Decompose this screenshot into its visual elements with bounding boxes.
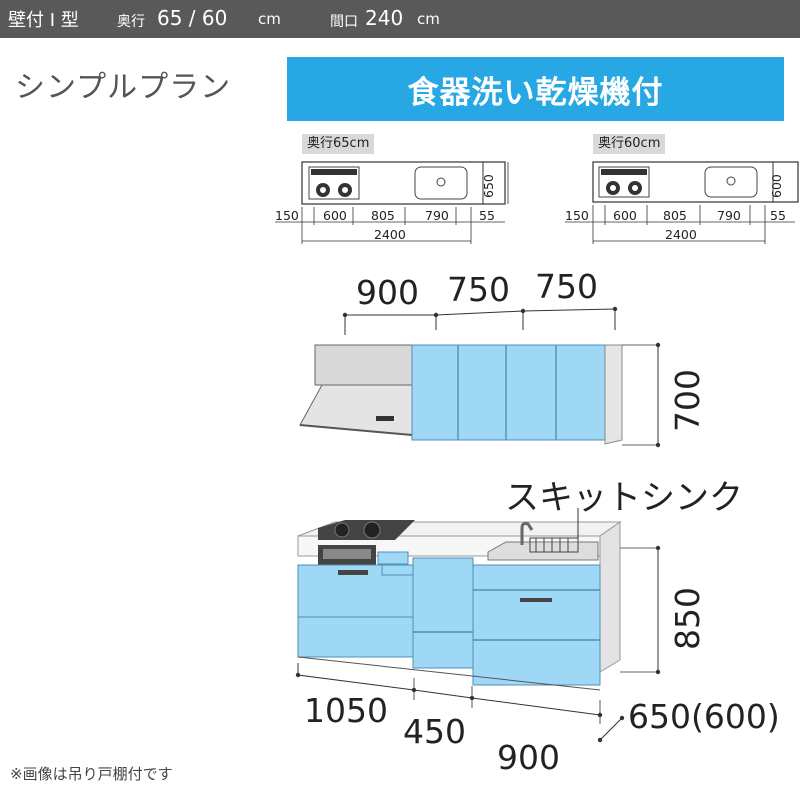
segment-dimension: 790	[717, 208, 741, 223]
plan-tag-65: 奥行65cm	[302, 134, 375, 154]
segment-dimension: 600	[323, 208, 347, 223]
plan-title: シンプルプラン	[15, 70, 232, 105]
wall-cabinet-height-dimension: 700	[668, 369, 707, 432]
base-cabinet-height-dimension: 850	[668, 587, 707, 650]
segment-dimension: 55	[479, 208, 495, 223]
segment-dimension: 600	[613, 208, 637, 223]
depth-values: 65 / 60	[157, 6, 228, 30]
wall-cabinet-width-dimension: 750	[447, 270, 510, 309]
segment-dimension: 805	[663, 208, 687, 223]
plan-view-65: 奥行65cm 650 150 600 805 790 55 2400	[275, 130, 525, 270]
plan-tag-60: 奥行60cm	[593, 134, 666, 154]
wall-cabinet-width-dimension: 900	[356, 273, 419, 312]
depth-unit: cm	[258, 10, 281, 28]
plan-drawing-65	[275, 161, 509, 244]
segment-dimension: 790	[425, 208, 449, 223]
plan-drawing-60	[565, 161, 799, 244]
depth-label: 奥行	[117, 14, 145, 30]
footnote: ※画像は吊り戸棚付です	[10, 765, 173, 783]
base-cabinet-width-dimension: 450	[403, 712, 466, 751]
base-cabinet-width-dimension: 1050	[304, 691, 388, 730]
wall-cabinet-width-dimension: 750	[535, 267, 598, 306]
plan-view-60: 奥行60cm 600 150 600 805 790 55 2400	[565, 130, 800, 270]
segment-dimension: 805	[371, 208, 395, 223]
segment-dimension: 150	[565, 208, 589, 223]
total-width-dimension: 2400	[374, 227, 406, 242]
segment-dimension: 55	[770, 208, 786, 223]
segment-dimension: 150	[275, 208, 299, 223]
feature-banner: 食器洗い乾燥機付	[287, 57, 784, 121]
width-unit: cm	[417, 10, 440, 28]
total-width-dimension: 2400	[665, 227, 697, 242]
sink-callout-label: スキットシンク	[505, 478, 743, 518]
width-label: 間口	[330, 14, 358, 30]
spec-header: 壁付 I 型 奥行 65 / 60 cm 間口 240 cm	[0, 0, 800, 38]
width-value: 240	[365, 6, 404, 30]
base-cabinet-width-dimension: 900	[497, 738, 560, 777]
base-cabinet-depth-dimension: 650(600)	[628, 697, 780, 736]
layout-type: 壁付 I 型	[8, 10, 79, 31]
